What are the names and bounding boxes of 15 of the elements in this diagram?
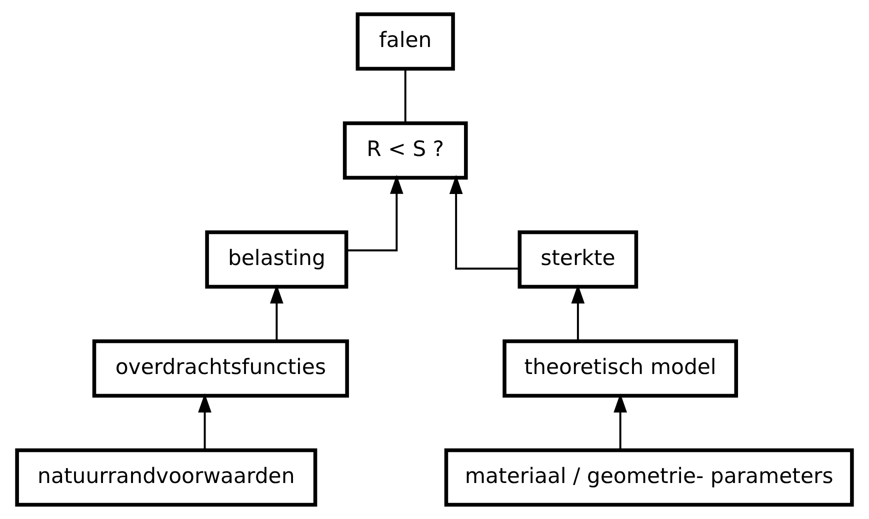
node-box: sterkte	[518, 230, 638, 289]
arrow	[614, 393, 628, 450]
node-box: overdrachtsfuncties	[92, 339, 349, 398]
node-box: falen	[356, 12, 455, 71]
arrow	[571, 284, 585, 341]
connector	[404, 69, 406, 123]
node-box: materiaal / geometrie- parameters	[444, 448, 854, 507]
arrow	[449, 174, 520, 270]
arrow	[198, 393, 212, 450]
node-box: belasting	[205, 230, 348, 289]
arrow	[270, 284, 284, 341]
node-box: R < S ?	[342, 121, 468, 180]
node-box: theoretisch model	[502, 339, 738, 398]
arrow	[346, 174, 404, 252]
node-box: natuurrandvoorwaarden	[15, 448, 318, 507]
